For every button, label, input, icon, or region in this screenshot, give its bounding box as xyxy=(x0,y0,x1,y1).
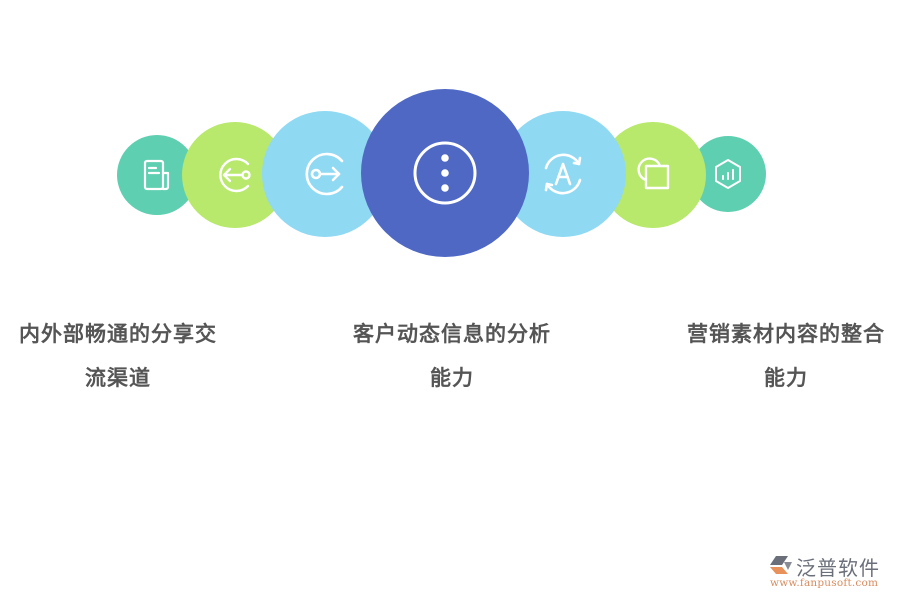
document-icon xyxy=(143,159,170,191)
circle-more-options xyxy=(361,89,529,257)
logout-arrow-icon xyxy=(305,152,344,196)
label-sharing-channels-line1: 内外部畅通的分享交 xyxy=(19,321,217,346)
hexagon-chart-icon xyxy=(715,159,741,189)
login-arrow-icon xyxy=(219,157,251,193)
label-sharing-channels-line2: 流渠道 xyxy=(85,365,151,390)
label-marketing-integration-line1: 营销素材内容的整合 xyxy=(687,321,885,346)
label-customer-analysis-line1: 客户动态信息的分析 xyxy=(353,321,551,346)
watermark-name: 泛普软件 xyxy=(796,556,880,580)
watermark-logo: 泛普软件 www.fanpusoft.com xyxy=(768,552,898,592)
label-marketing-integration: 营销素材内容的整合 能力 xyxy=(668,312,900,400)
label-marketing-integration-line2: 能力 xyxy=(764,365,808,390)
refresh-a-icon xyxy=(544,153,582,195)
label-customer-analysis: 客户动态信息的分析 能力 xyxy=(334,312,570,400)
watermark-url: www.fanpusoft.com xyxy=(770,577,879,589)
label-customer-analysis-line2: 能力 xyxy=(430,365,474,390)
fanpu-logo-icon xyxy=(770,556,792,574)
label-sharing-channels: 内外部畅通的分享交 流渠道 xyxy=(0,312,236,400)
shapes-icon xyxy=(637,157,670,190)
more-vertical-circle-icon xyxy=(413,141,477,205)
